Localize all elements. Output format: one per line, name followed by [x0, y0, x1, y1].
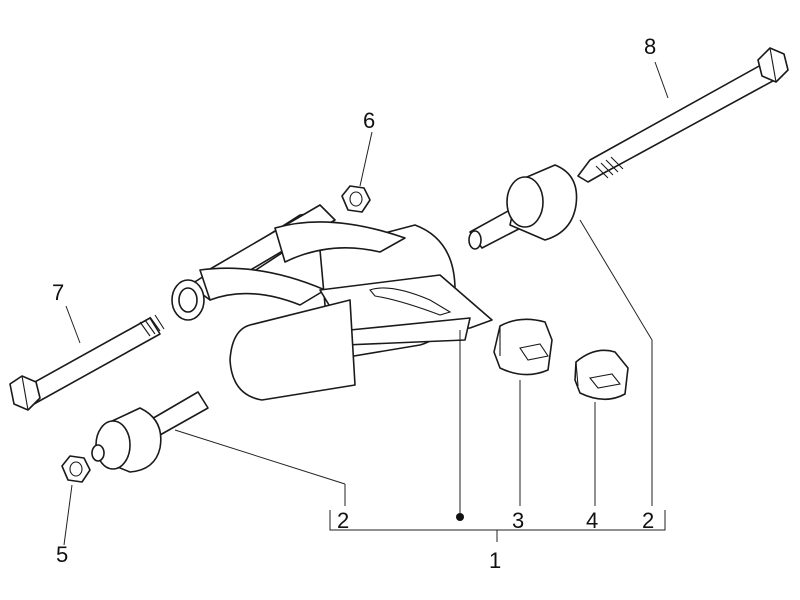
callout-5: 5	[56, 542, 68, 567]
swing-arm-body	[171, 204, 493, 401]
callout-3: 3	[512, 508, 524, 533]
nut-top	[341, 185, 371, 213]
callout-6: 6	[363, 108, 375, 133]
callout-2-right: 2	[642, 508, 654, 533]
leader-lines	[63, 61, 669, 546]
callout-7: 7	[52, 280, 64, 305]
callout-4: 4	[586, 508, 598, 533]
callout-2-left: 2	[337, 508, 349, 533]
long-bolt-right	[577, 47, 789, 183]
callout-8: 8	[644, 34, 656, 59]
bushing-right	[468, 164, 578, 250]
bushing-left	[91, 391, 209, 473]
rubber-block-3	[493, 318, 553, 376]
callout-1: 1	[489, 548, 501, 573]
long-bolt-left	[9, 314, 165, 411]
nut-bottom	[61, 455, 91, 483]
bracket-dot	[456, 513, 464, 521]
rubber-block-4	[574, 349, 629, 401]
